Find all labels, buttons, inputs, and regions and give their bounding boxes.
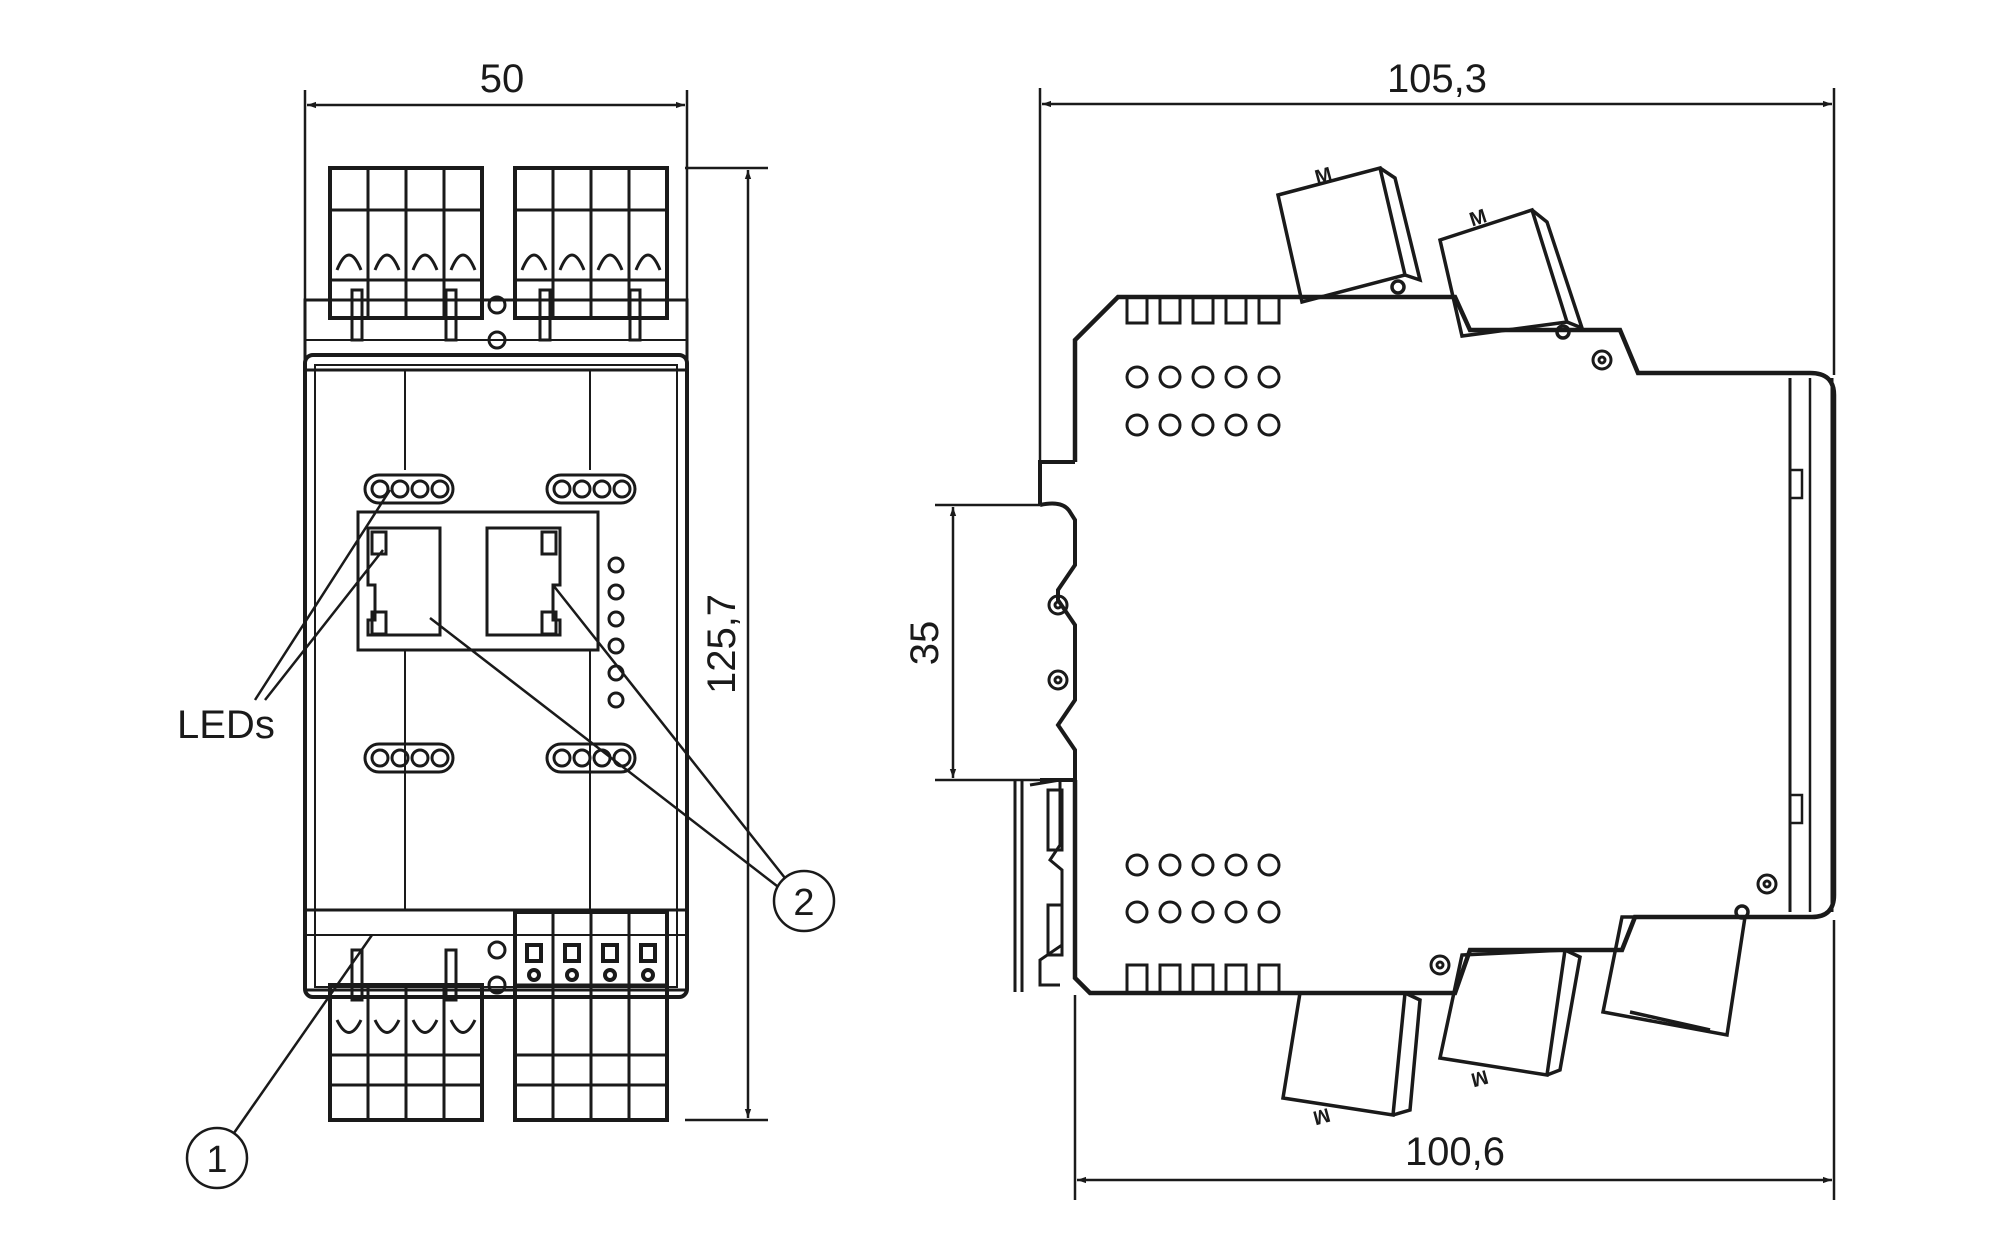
ethernet-port-frame <box>356 510 600 652</box>
leds-leader-lines <box>253 489 392 701</box>
side-top-connector-1 <box>1275 165 1423 305</box>
side-top-connector-2-mark: M <box>1467 205 1490 231</box>
leds-label: LEDs <box>177 703 275 747</box>
front-view <box>303 166 689 1122</box>
callout-2 <box>429 584 836 933</box>
side-led-rows-top <box>1125 365 1281 437</box>
side-din-clip <box>1038 460 1077 782</box>
side-bottom-tabs <box>1125 963 1281 995</box>
side-screws <box>1047 349 1778 976</box>
side-bottom-connector-1-mark: M <box>1311 1103 1333 1129</box>
side-view <box>1013 165 1837 1118</box>
rail-height-dimension <box>935 503 1040 782</box>
side-top-connector-2 <box>1437 207 1585 340</box>
side-din-rail-clip <box>1013 778 1064 992</box>
side-housing <box>1072 294 1837 996</box>
side-led-rows-bottom <box>1125 853 1281 924</box>
ethernet-port-left <box>366 526 442 637</box>
front-led-column <box>607 556 625 709</box>
side-depth-bottom-label: 100,6 <box>1405 1130 1505 1174</box>
front-bottom-terminal-base <box>303 908 689 992</box>
side-bottom-connector-2 <box>1437 948 1582 1078</box>
ethernet-port-right <box>485 526 562 637</box>
front-width-label: 50 <box>480 57 525 101</box>
front-bottom-left-terminal-block <box>328 948 484 1122</box>
front-led-group-bottom-right <box>545 742 637 774</box>
front-bottom-right-terminal-block <box>513 910 669 1122</box>
callout-1-number: 1 <box>206 1139 227 1181</box>
side-top-connector-1-mark: M <box>1313 163 1335 189</box>
side-depth-bottom-dimension <box>1073 920 1836 1200</box>
front-housing <box>303 353 689 999</box>
front-led-group-top-right <box>545 473 637 505</box>
callout-1 <box>185 934 374 1190</box>
front-height-label: 125,7 <box>700 594 744 694</box>
front-led-group-bottom-left <box>363 742 455 774</box>
front-led-group-top-left <box>363 473 455 505</box>
front-top-right-terminal-block <box>513 166 669 342</box>
front-width-dimension <box>303 90 689 360</box>
side-bottom-connector-1 <box>1280 991 1422 1118</box>
side-bottom-connector-3 <box>1600 904 1750 1038</box>
rail-height-label: 35 <box>903 621 947 666</box>
front-top-left-terminal-block <box>328 166 484 342</box>
side-depth-top-dimension <box>1038 88 1836 462</box>
side-bottom-connector-2-mark: M <box>1469 1065 1491 1091</box>
callout-2-number: 2 <box>793 882 814 924</box>
side-depth-top-label: 105,3 <box>1387 57 1487 101</box>
side-top-tabs <box>1125 295 1281 325</box>
front-height-dimension <box>685 166 768 1122</box>
